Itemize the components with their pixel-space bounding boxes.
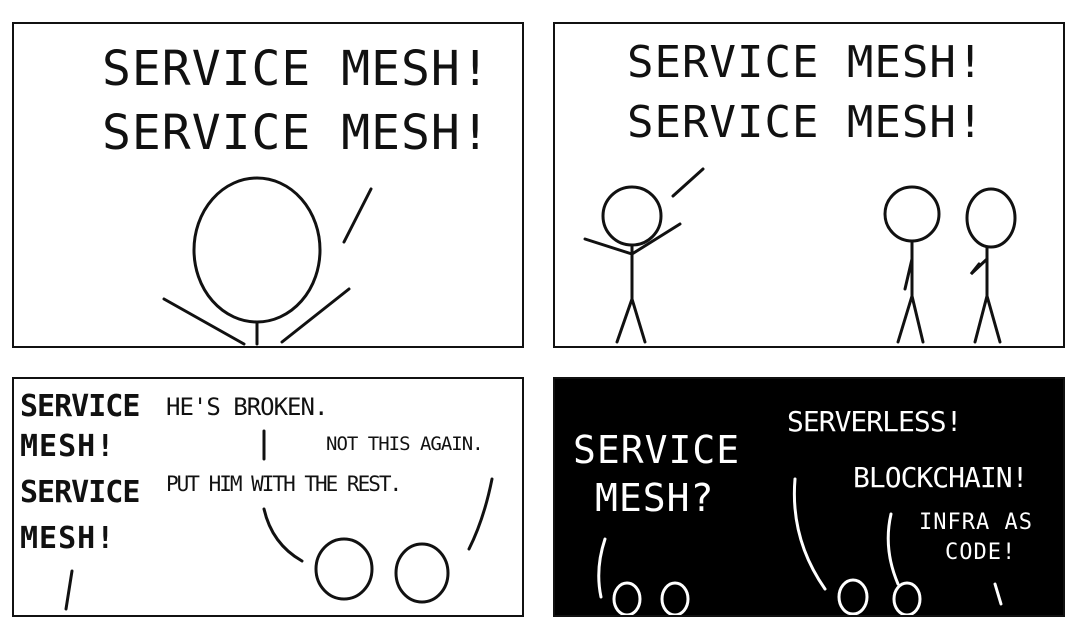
dialogue-not-this-again: NOT THIS AGAIN. [326, 433, 484, 455]
stick-figures [583, 167, 1017, 344]
comic-panel-1: SERVICE MESH! SERVICE MESH! [12, 22, 524, 348]
stick-figure-closeup [162, 176, 373, 346]
shout-line-1: SERVICE [20, 389, 140, 424]
dialogue-broken: HE'S BROKEN. [166, 393, 328, 421]
stick-figures [64, 429, 494, 611]
stick-figures [597, 477, 1003, 615]
shout-line-1: SERVICE MESH! [627, 37, 985, 88]
shout-line-1: SERVICE MESH! [102, 41, 491, 97]
comic-panel-3: SERVICE MESH! SERVICE MESH! HE'S BROKEN.… [12, 377, 524, 617]
shout-mesh-line-1: SERVICE [573, 428, 741, 472]
comic-panel-4: SERVICE MESH? SERVERLESS! BLOCKCHAIN! IN… [553, 377, 1065, 617]
shout-line-2: MESH! [20, 429, 116, 464]
dialogue-blockchain: BLOCKCHAIN! [853, 461, 1028, 494]
comic-panel-2: SERVICE MESH! SERVICE MESH! [553, 22, 1065, 348]
dialogue-infra-line-1: INFRA AS [919, 510, 1033, 535]
shout-mesh-line-2: MESH? [595, 476, 715, 520]
dialogue-put-him: PUT HIM WITH THE REST. [166, 472, 402, 496]
shout-line-2: SERVICE MESH! [627, 97, 985, 148]
shout-line-4: MESH! [20, 521, 116, 556]
dialogue-serverless: SERVERLESS! [787, 405, 962, 438]
shout-line-2: SERVICE MESH! [102, 105, 491, 161]
dialogue-infra-line-2: CODE! [945, 540, 1017, 565]
shout-line-3: SERVICE [20, 475, 140, 510]
